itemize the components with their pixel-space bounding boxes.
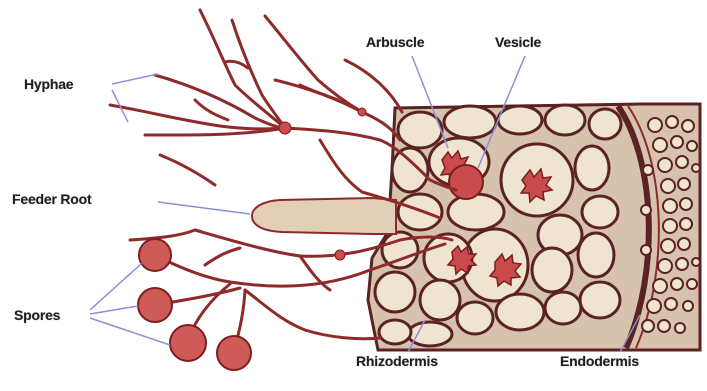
feeder-root-pointer [158,202,250,214]
label-rhizodermis: Rhizodermis [356,353,438,369]
label-spores: Spores [14,307,60,323]
spores-pointer-1 [90,263,142,310]
hyphae-pointer-1 [112,74,158,84]
spore-3 [170,325,206,361]
spore-4 [217,336,251,370]
spore-2 [138,288,172,322]
label-endodermis: Endodermis [560,353,639,369]
root-cross-section [368,104,700,350]
label-feeder-root: Feeder Root [12,191,91,207]
vesicle [449,165,483,199]
feeder-root [252,198,396,234]
spore-1 [139,239,171,271]
spores-pointer-2 [90,306,138,314]
spores [138,239,251,370]
label-arbuscle: Arbuscle [366,34,424,50]
label-hyphae: Hyphae [24,76,73,92]
label-vesicle: Vesicle [495,34,541,50]
